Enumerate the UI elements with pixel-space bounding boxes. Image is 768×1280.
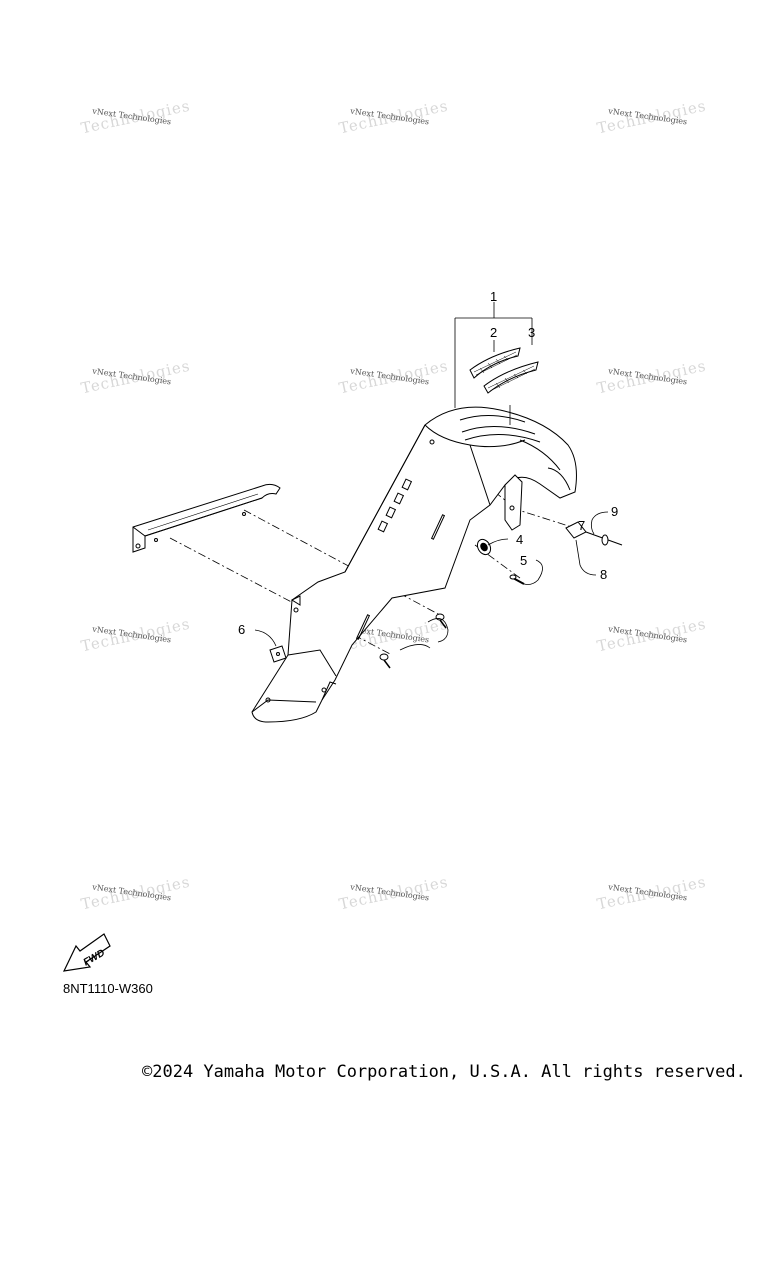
callout-9: 9 [611,504,618,519]
decal-2 [469,347,521,379]
grommet-part-4 [476,538,492,556]
fwd-arrow-icon: FWD [62,933,111,972]
clip-part-6 [269,645,287,663]
callout-2: 2 [490,325,497,340]
hardware-part-7-8-9 [565,521,623,546]
rear-fender [251,406,577,723]
copyright-notice: ©2024 Yamaha Motor Corporation, U.S.A. A… [142,1062,746,1082]
leader-lines [254,302,609,651]
callout-5: 5 [520,553,527,568]
callout-3: 3 [528,325,535,340]
frame-rail [132,483,281,553]
callout-8: 8 [600,567,607,582]
figure-code: 8NT1110-W360 [63,981,153,996]
fender-bracket [504,474,523,531]
callout-1: 1 [490,289,497,304]
callout-6: 6 [238,622,245,637]
callout-4: 4 [516,532,523,547]
callout-7: 7 [578,518,585,533]
screw-part-5 [509,574,525,585]
decal-3 [483,361,539,394]
fender-bolts [379,613,447,669]
